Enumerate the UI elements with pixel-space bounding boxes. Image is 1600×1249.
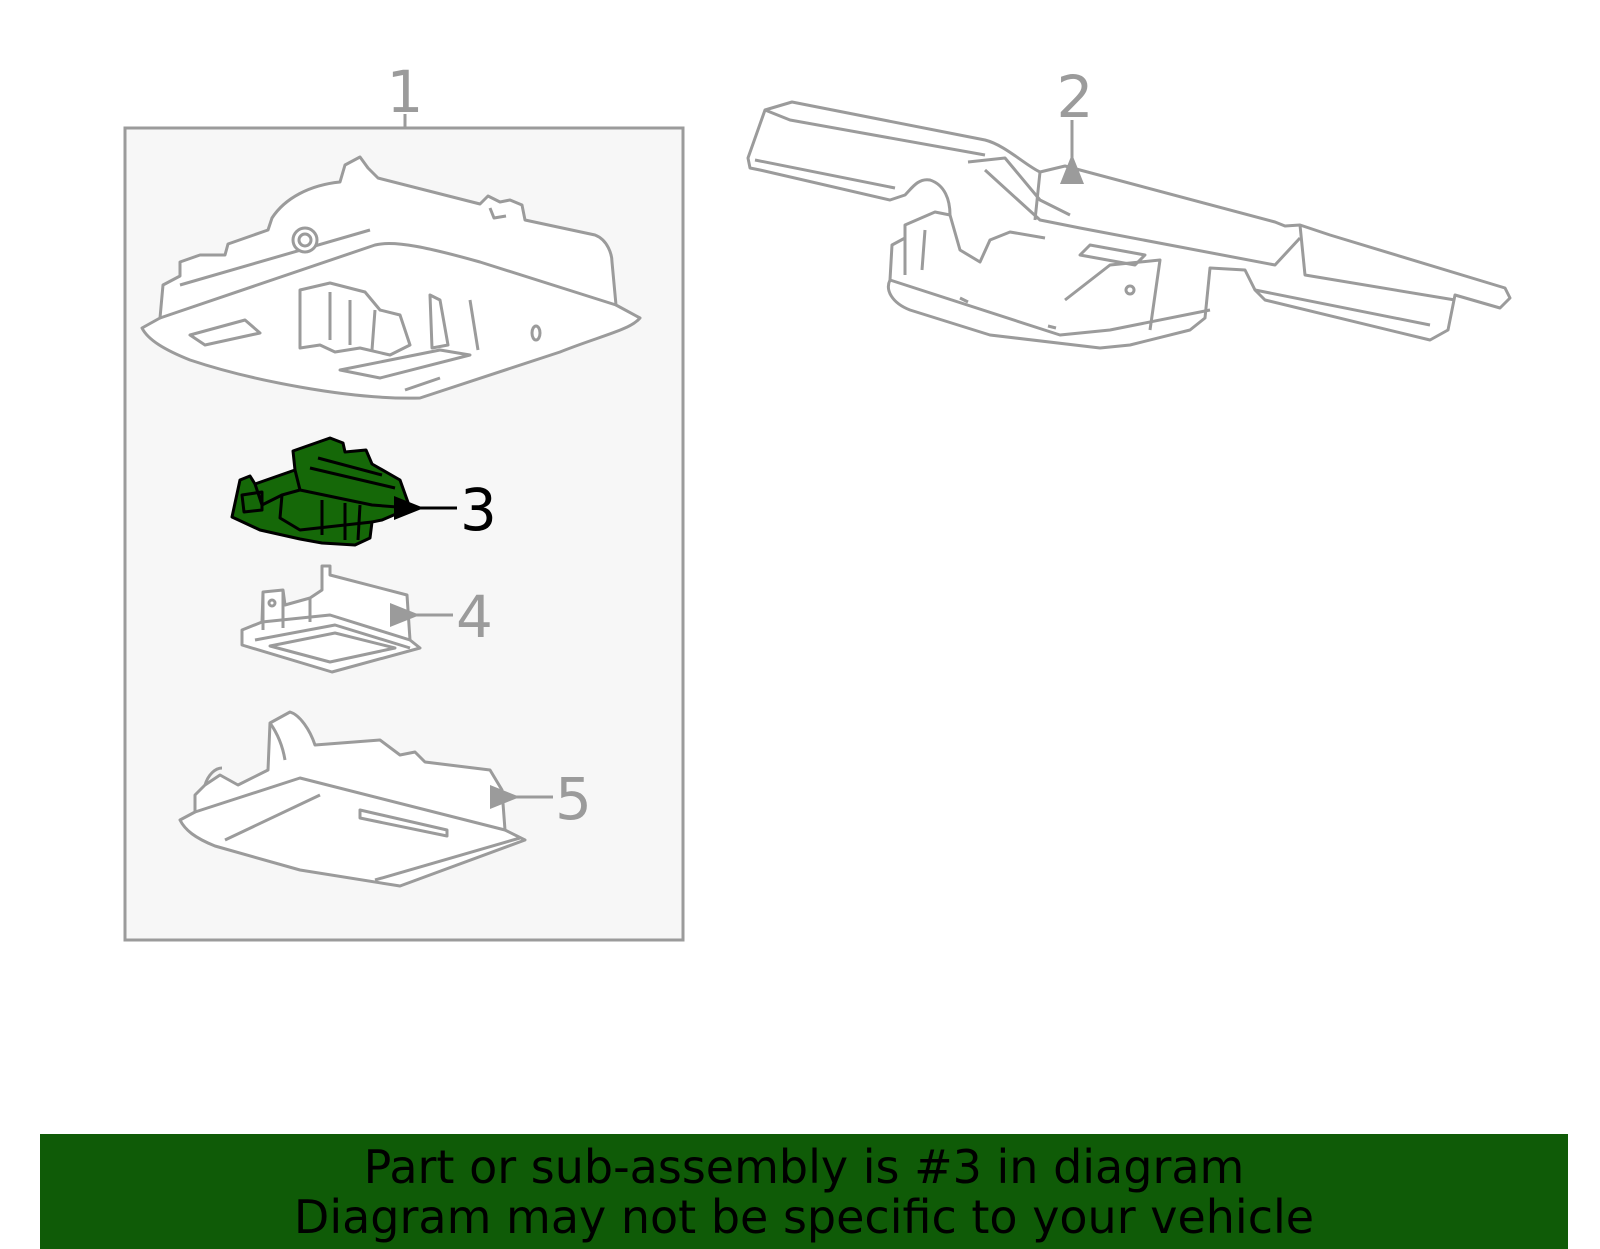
callout-5: 5 (555, 765, 592, 833)
info-banner: Part or sub-assembly is #3 in diagram Di… (40, 1134, 1568, 1249)
banner-line-2: Diagram may not be specific to your vehi… (293, 1190, 1315, 1244)
part-4-lamp-housing[interactable] (240, 564, 422, 674)
callout-1: 1 (387, 58, 424, 126)
part-1-console-housing[interactable] (140, 155, 642, 400)
callout-4: 4 (456, 583, 493, 651)
callout-2: 2 (1057, 63, 1094, 131)
part-2-roof-rail[interactable] (746, 100, 1512, 350)
callout-3: 3 (460, 476, 497, 544)
part-5-lower-cover[interactable] (178, 710, 527, 888)
banner-line-1: Part or sub-assembly is #3 in diagram (363, 1140, 1245, 1194)
part-3-bracket-highlighted[interactable] (230, 436, 412, 547)
